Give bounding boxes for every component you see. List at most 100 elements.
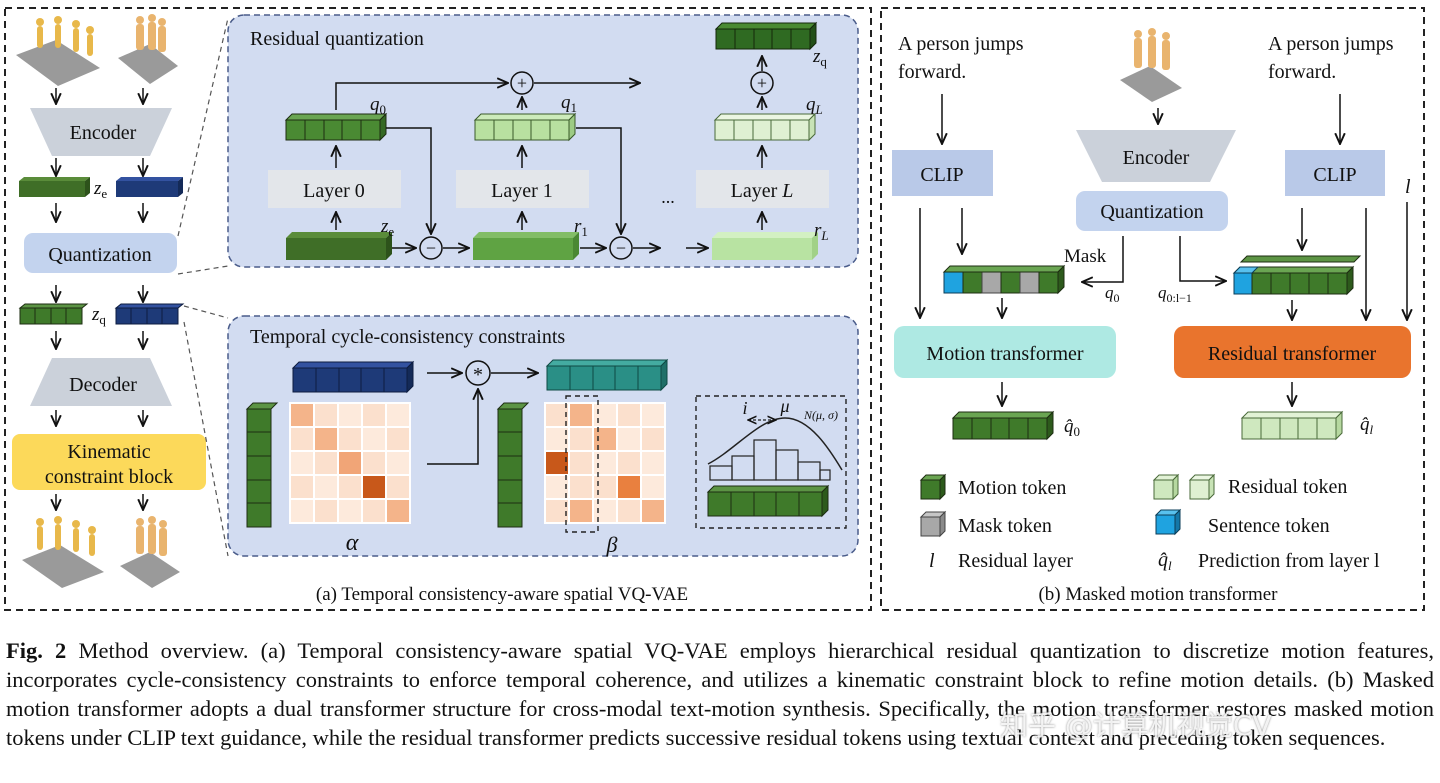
layer-1-label: Layer 1 — [491, 180, 553, 202]
legend-residual-token-icon — [1152, 473, 1216, 501]
mu-label: μ — [779, 396, 789, 416]
motion-figure-icon — [1120, 28, 1182, 102]
alpha-label: α — [346, 530, 359, 556]
histogram — [709, 439, 831, 481]
alpha-heatmap — [289, 402, 411, 524]
motion-transformer-label: Motion transformer — [926, 343, 1084, 365]
quantization-label: Quantization — [48, 244, 151, 266]
q0-b-label: q0 — [1105, 283, 1120, 305]
vertical-tokens-left — [245, 402, 279, 528]
rL-bar — [712, 238, 812, 260]
vertical-tokens-right — [496, 402, 530, 528]
legend-prediction: Prediction from layer l — [1198, 550, 1380, 572]
legend-sentence-token-icon — [1154, 508, 1182, 536]
z-e-bar-right — [116, 181, 178, 197]
z-e-label: ze — [93, 178, 107, 201]
gaussian-curve — [707, 417, 843, 471]
motion-figure-icon — [120, 516, 180, 588]
svg-text:−: − — [616, 238, 626, 258]
ql-hat-label: q̂l — [1360, 414, 1374, 437]
qL-tokens — [713, 112, 817, 142]
method-figure: Encoder ze Quantization zq Decoder Kinem… — [4, 7, 1425, 611]
beta-label: β — [606, 532, 618, 557]
residual-quantization-panel — [227, 14, 859, 268]
qL-label: qL — [806, 94, 823, 117]
svg-text:+: + — [757, 73, 767, 93]
masked-token-row — [942, 264, 1066, 295]
q1-label: q1 — [561, 92, 577, 115]
clip-right-block — [1285, 150, 1385, 196]
clip-left-label: CLIP — [920, 164, 963, 186]
text-prompt-left-1: A person jumps — [898, 33, 1024, 55]
quantization-b-label: Quantization — [1100, 201, 1203, 223]
watermark: 知乎 @计算机视觉CV — [1000, 709, 1272, 742]
layer-0-block — [268, 170, 401, 208]
quantization-block — [24, 233, 177, 273]
kinematic-label-1: Kinematic — [67, 441, 150, 463]
figure-label: Fig. 2 — [6, 638, 67, 663]
q0-label: q0 — [370, 94, 386, 117]
plus-op — [510, 71, 534, 95]
legend-prediction-symbol: q̂l — [1158, 549, 1172, 573]
text-prompt-right-2: forward. — [1268, 61, 1336, 83]
teal-tokens — [545, 358, 669, 392]
encoder-b-block — [1076, 130, 1236, 182]
decoder-label: Decoder — [69, 374, 137, 396]
quantization-b-block — [1076, 191, 1228, 231]
ellipsis: ... — [661, 187, 675, 207]
minus-op — [609, 236, 633, 260]
mask-label: Mask — [1064, 246, 1107, 267]
legend-mask-token: Mask token — [958, 515, 1052, 537]
layer-L-block — [696, 170, 829, 208]
text-prompt-left-2: forward. — [898, 61, 966, 83]
figure-caption-text: Method overview. (a) Temporal consistenc… — [6, 638, 1435, 750]
z-q-tokens-right — [114, 303, 185, 325]
minus-op — [419, 236, 443, 260]
beta-heatmap — [544, 402, 666, 524]
legend-sentence-token: Sentence token — [1208, 515, 1330, 537]
motion-transformer-block — [894, 326, 1116, 378]
clip-right-label: CLIP — [1313, 164, 1356, 186]
motion-figure-icon — [22, 516, 104, 588]
distribution-inset — [695, 395, 847, 529]
beta-column-highlight — [565, 395, 599, 533]
residual-input-token-row — [1232, 255, 1362, 296]
legend-motion-token-icon — [919, 473, 947, 501]
r1-label: r1 — [574, 216, 588, 239]
motion-figure-icon — [16, 16, 100, 86]
navy-tokens — [291, 360, 415, 394]
q0l-label: q0:l−1 — [1158, 283, 1192, 305]
residual-transformer-block — [1174, 326, 1411, 378]
panel-b-caption: (b) Masked motion transformer — [1038, 584, 1278, 605]
svg-text:*: * — [473, 364, 483, 386]
encoder-label: Encoder — [70, 122, 137, 144]
panel-b-frame — [880, 7, 1425, 611]
svg-text:−: − — [426, 238, 436, 258]
rq-ze-label: ze — [380, 216, 394, 239]
text-prompt-right-1: A person jumps — [1268, 33, 1394, 55]
clip-left-block — [892, 150, 993, 196]
legend-mask-token-icon — [919, 510, 947, 538]
i-label: i — [742, 398, 747, 418]
kinematic-label-2: constraint block — [45, 466, 173, 488]
q0-hat-tokens — [951, 410, 1055, 441]
encoder-b-label: Encoder — [1123, 147, 1190, 169]
r1-bar — [473, 238, 573, 260]
z-e-bar — [286, 238, 386, 260]
panel-a-frame — [4, 7, 872, 611]
ql-hat-tokens — [1240, 410, 1344, 441]
layer-1-block — [456, 170, 589, 208]
kinematic-constraint-block — [12, 434, 206, 490]
z-q-label: zq — [91, 304, 106, 327]
z-e-bar-left — [19, 181, 85, 197]
inset-tokens — [706, 484, 830, 518]
motion-figure-icon — [118, 14, 178, 84]
layer-L-label: Layer L — [731, 180, 794, 202]
legend-residual-layer-symbol: l — [929, 550, 935, 572]
z-q-tokens-left — [18, 303, 89, 325]
q0-hat-label: q̂0 — [1064, 416, 1080, 439]
normal-label: N(μ, σ) — [803, 408, 838, 422]
panel-a-caption: (a) Temporal consistency-aware spatial V… — [316, 584, 688, 605]
temporal-cycle-title: Temporal cycle-consistency constraints — [250, 326, 565, 348]
figure-caption: Fig. 2 Method overview. (a) Temporal con… — [6, 636, 1434, 752]
